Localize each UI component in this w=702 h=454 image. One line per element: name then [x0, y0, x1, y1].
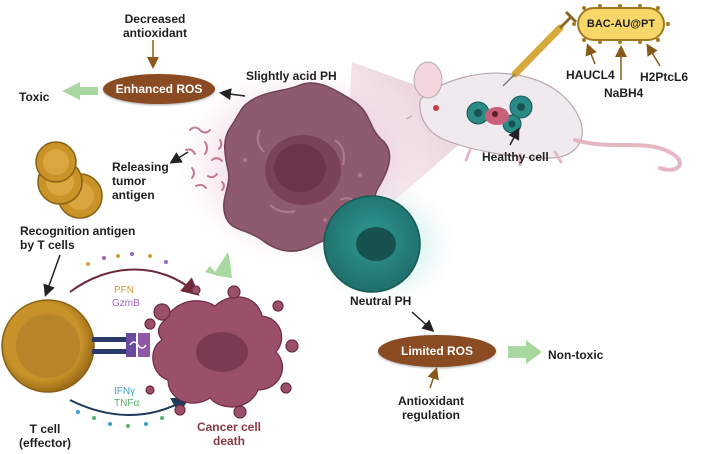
arrow-antioxidant-regulation: [427, 367, 439, 389]
label-ifng: IFNγ: [114, 386, 136, 397]
nanoparticle: [572, 4, 670, 44]
arrow-to-enhanced-ros: [219, 88, 246, 101]
arrow-to-limited-ros: [411, 311, 435, 333]
label-cancer-cell-death: Cancer cell death: [196, 420, 262, 448]
label-pfn: PFN: [114, 285, 134, 296]
cytokine-dots: [76, 252, 168, 428]
arrow-recognition: [43, 254, 61, 297]
label-releasing-tumor-antigen: Releasing tumor antigen: [112, 160, 169, 202]
label-h2ptcl6: H2PtcL6: [640, 70, 689, 84]
label-bac-au-pt: BAC-AU@PT: [586, 18, 656, 30]
t-cell-cluster: [35, 141, 103, 219]
arrow-releasing-antigen: [169, 151, 189, 164]
tcr-mhc-synapse: [92, 333, 150, 357]
effector-t-cell: [1, 299, 95, 393]
arc-ifng-tnfa: [69, 397, 191, 416]
label-non-toxic: Non-toxic: [548, 348, 604, 362]
label-gzmb: GzmB: [112, 298, 140, 309]
label-slightly-acid-ph: Slightly acid PH: [246, 69, 337, 83]
label-healthy-cell: Healthy cell: [482, 150, 549, 164]
mouse-illustration: [405, 61, 682, 172]
enhanced-ros-label: Enhanced ROS: [115, 82, 203, 96]
label-recognition-antigen: Recognition antigen by T cells: [20, 224, 136, 252]
label-t-cell-effector: T cell (effector): [18, 422, 71, 450]
green-arrow-down: [205, 252, 232, 278]
label-toxic: Toxic: [19, 90, 50, 104]
antigen-fragments: [185, 126, 225, 191]
arc-pfn-gzmb: [69, 268, 200, 296]
limited-ros-label: Limited ROS: [400, 344, 473, 358]
limited-ros-pill: Limited ROS: [378, 335, 496, 367]
label-antioxidant-regulation: Antioxidant regulation: [398, 394, 464, 422]
syringe-icon: [502, 10, 578, 87]
enhanced-ros-pill: Enhanced ROS: [103, 74, 215, 104]
healthy-cell: [323, 195, 421, 293]
label-haucl4: HAUCL4: [566, 68, 615, 82]
arrow-h2ptcl6: [646, 43, 661, 67]
label-tnfa: TNFα: [114, 398, 140, 409]
green-arrow-toxic: [62, 82, 98, 100]
label-neutral-ph: Neutral PH: [350, 294, 412, 308]
green-arrow-nontoxic: [508, 340, 542, 364]
label-nabh4: NaBH4: [604, 86, 644, 100]
arrow-haucl4: [585, 43, 597, 65]
cancer-cell-death: [144, 285, 299, 419]
arrow-healthy-cell: [508, 127, 520, 146]
label-decreased-antioxidant: Decreased antioxidant: [122, 12, 187, 40]
